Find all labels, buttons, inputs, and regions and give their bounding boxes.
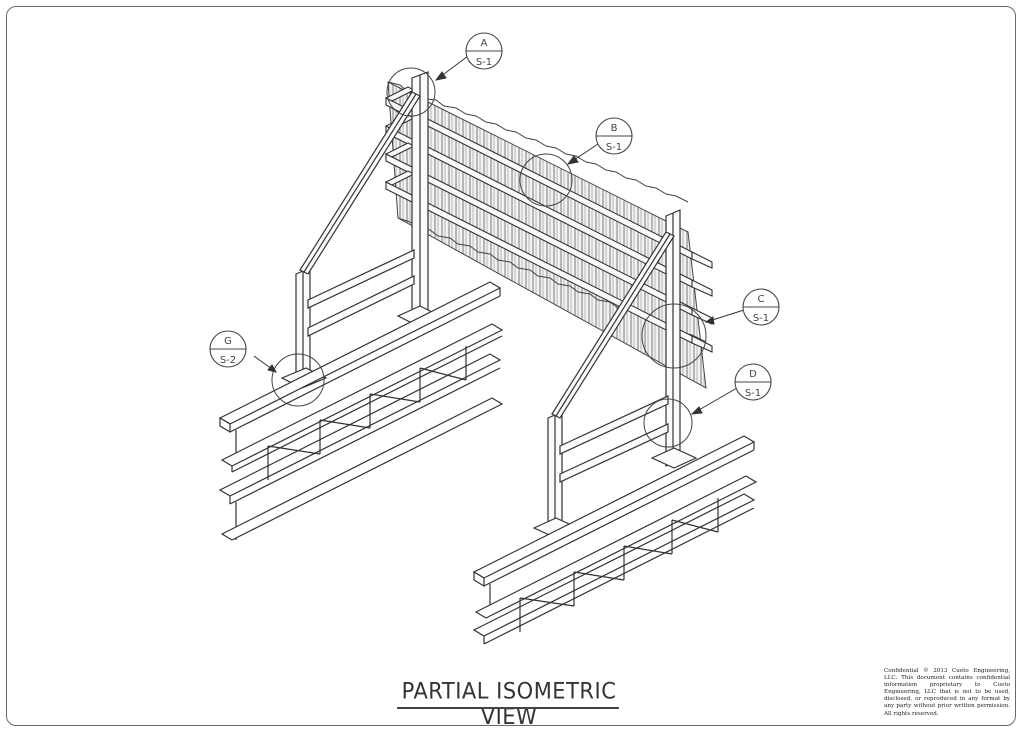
detail-circle-d xyxy=(643,398,693,448)
title-underline xyxy=(397,707,619,709)
callout-a: A S-1 xyxy=(465,32,503,70)
svg-text:S-1: S-1 xyxy=(745,388,761,399)
detail-circle-b xyxy=(519,153,573,207)
svg-text:S-1: S-1 xyxy=(606,142,622,153)
confidential-notice: Confidential © 2013 Cueto Engineering, L… xyxy=(884,668,1010,717)
svg-text:D: D xyxy=(749,369,757,380)
svg-text:A: A xyxy=(481,38,488,49)
left-beam-assembly xyxy=(218,281,504,541)
drawing-title: PARTIAL ISOMETRIC VIEW xyxy=(401,678,617,730)
detail-circle-a xyxy=(386,67,436,117)
detail-circles xyxy=(271,67,707,448)
svg-text:S-2: S-2 xyxy=(220,355,236,366)
callout-c: C S-1 xyxy=(742,288,780,326)
callout-g: G S-2 xyxy=(209,330,247,368)
horizontal-girts xyxy=(384,86,713,353)
svg-text:S-1: S-1 xyxy=(753,313,769,324)
right-beam-assembly xyxy=(472,435,758,645)
callout-leaders xyxy=(253,55,745,415)
detail-circle-g xyxy=(271,353,325,407)
right-frame xyxy=(532,209,698,539)
callout-d: D S-1 xyxy=(734,363,772,401)
svg-text:C: C xyxy=(758,294,765,305)
svg-text:S-1: S-1 xyxy=(476,57,492,68)
svg-text:G: G xyxy=(224,336,232,347)
callout-bubbles: A S-1 B S-1 C S-1 D S-1 G S-2 xyxy=(209,32,780,401)
svg-text:B: B xyxy=(611,123,618,134)
left-frame xyxy=(280,71,442,389)
detail-circle-c xyxy=(641,303,707,369)
callout-b: B S-1 xyxy=(595,117,633,155)
